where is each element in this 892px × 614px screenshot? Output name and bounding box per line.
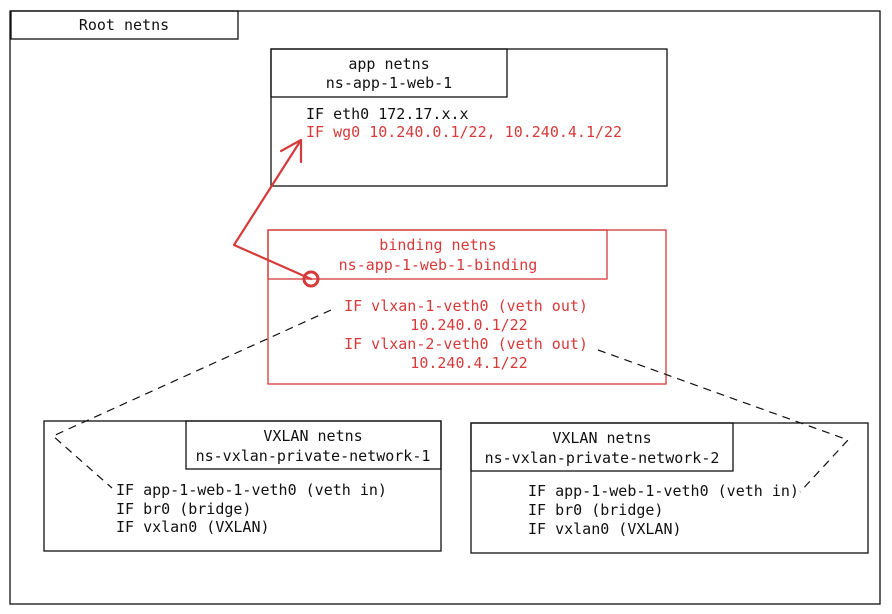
vxlan-2-if-vxlan0: IF vxlan0 (VXLAN) <box>528 520 682 538</box>
vxlan-2-if-veth: IF app-1-web-1-veth0 (veth in) <box>528 482 799 500</box>
vxlan-netns-1-name: ns-vxlan-private-network-1 <box>196 447 431 465</box>
root-netns-label: Root netns <box>79 16 169 34</box>
arrow-head-icon <box>279 138 303 164</box>
binding-if-vlxan-2: IF vlxan-2-veth0 (veth out) <box>344 335 588 353</box>
vxlan-1-if-veth: IF app-1-web-1-veth0 (veth in) <box>116 481 387 499</box>
vxlan-netns-1-title: VXLAN netns <box>263 427 362 445</box>
arrow-origin-circle-icon <box>302 270 320 288</box>
binding-netns-name: ns-app-1-web-1-binding <box>339 256 538 274</box>
vxlan-netns-2-title: VXLAN netns <box>552 429 651 447</box>
vxlan-netns-2-header-box <box>470 422 734 472</box>
vxlan-2-if-br0: IF br0 (bridge) <box>528 501 663 519</box>
app-netns-title: app netns <box>348 55 429 73</box>
vxlan-netns-1-header-box <box>185 420 442 470</box>
root-netns-box <box>9 10 881 605</box>
binding-if-vlxan-1: IF vlxan-1-veth0 (veth out) <box>344 297 588 315</box>
root-netns-label-box <box>10 10 239 40</box>
binding-to-app-arrow <box>232 138 313 281</box>
app-if-eth0: IF eth0 172.17.x.x <box>306 105 469 123</box>
binding-ip-1: 10.240.0.1/22 <box>410 316 527 334</box>
vxlan-1-if-vxlan0: IF vxlan0 (VXLAN) <box>116 518 270 536</box>
app-netns-name: ns-app-1-web-1 <box>326 74 452 92</box>
app-netns-header-box <box>270 48 508 98</box>
binding-ip-2: 10.240.4.1/22 <box>410 354 527 372</box>
vxlan-netns-2-name: ns-vxlan-private-network-2 <box>485 449 720 467</box>
veth-link-2-dashed <box>597 349 850 493</box>
vxlan-1-if-br0: IF br0 (bridge) <box>116 500 251 518</box>
binding-netns-title: binding netns <box>379 236 496 254</box>
veth-link-1-dashed <box>51 309 332 489</box>
binding-netns-header-box <box>267 229 608 280</box>
app-if-wg0: IF wg0 10.240.0.1/22, 10.240.4.1/22 <box>306 123 622 141</box>
